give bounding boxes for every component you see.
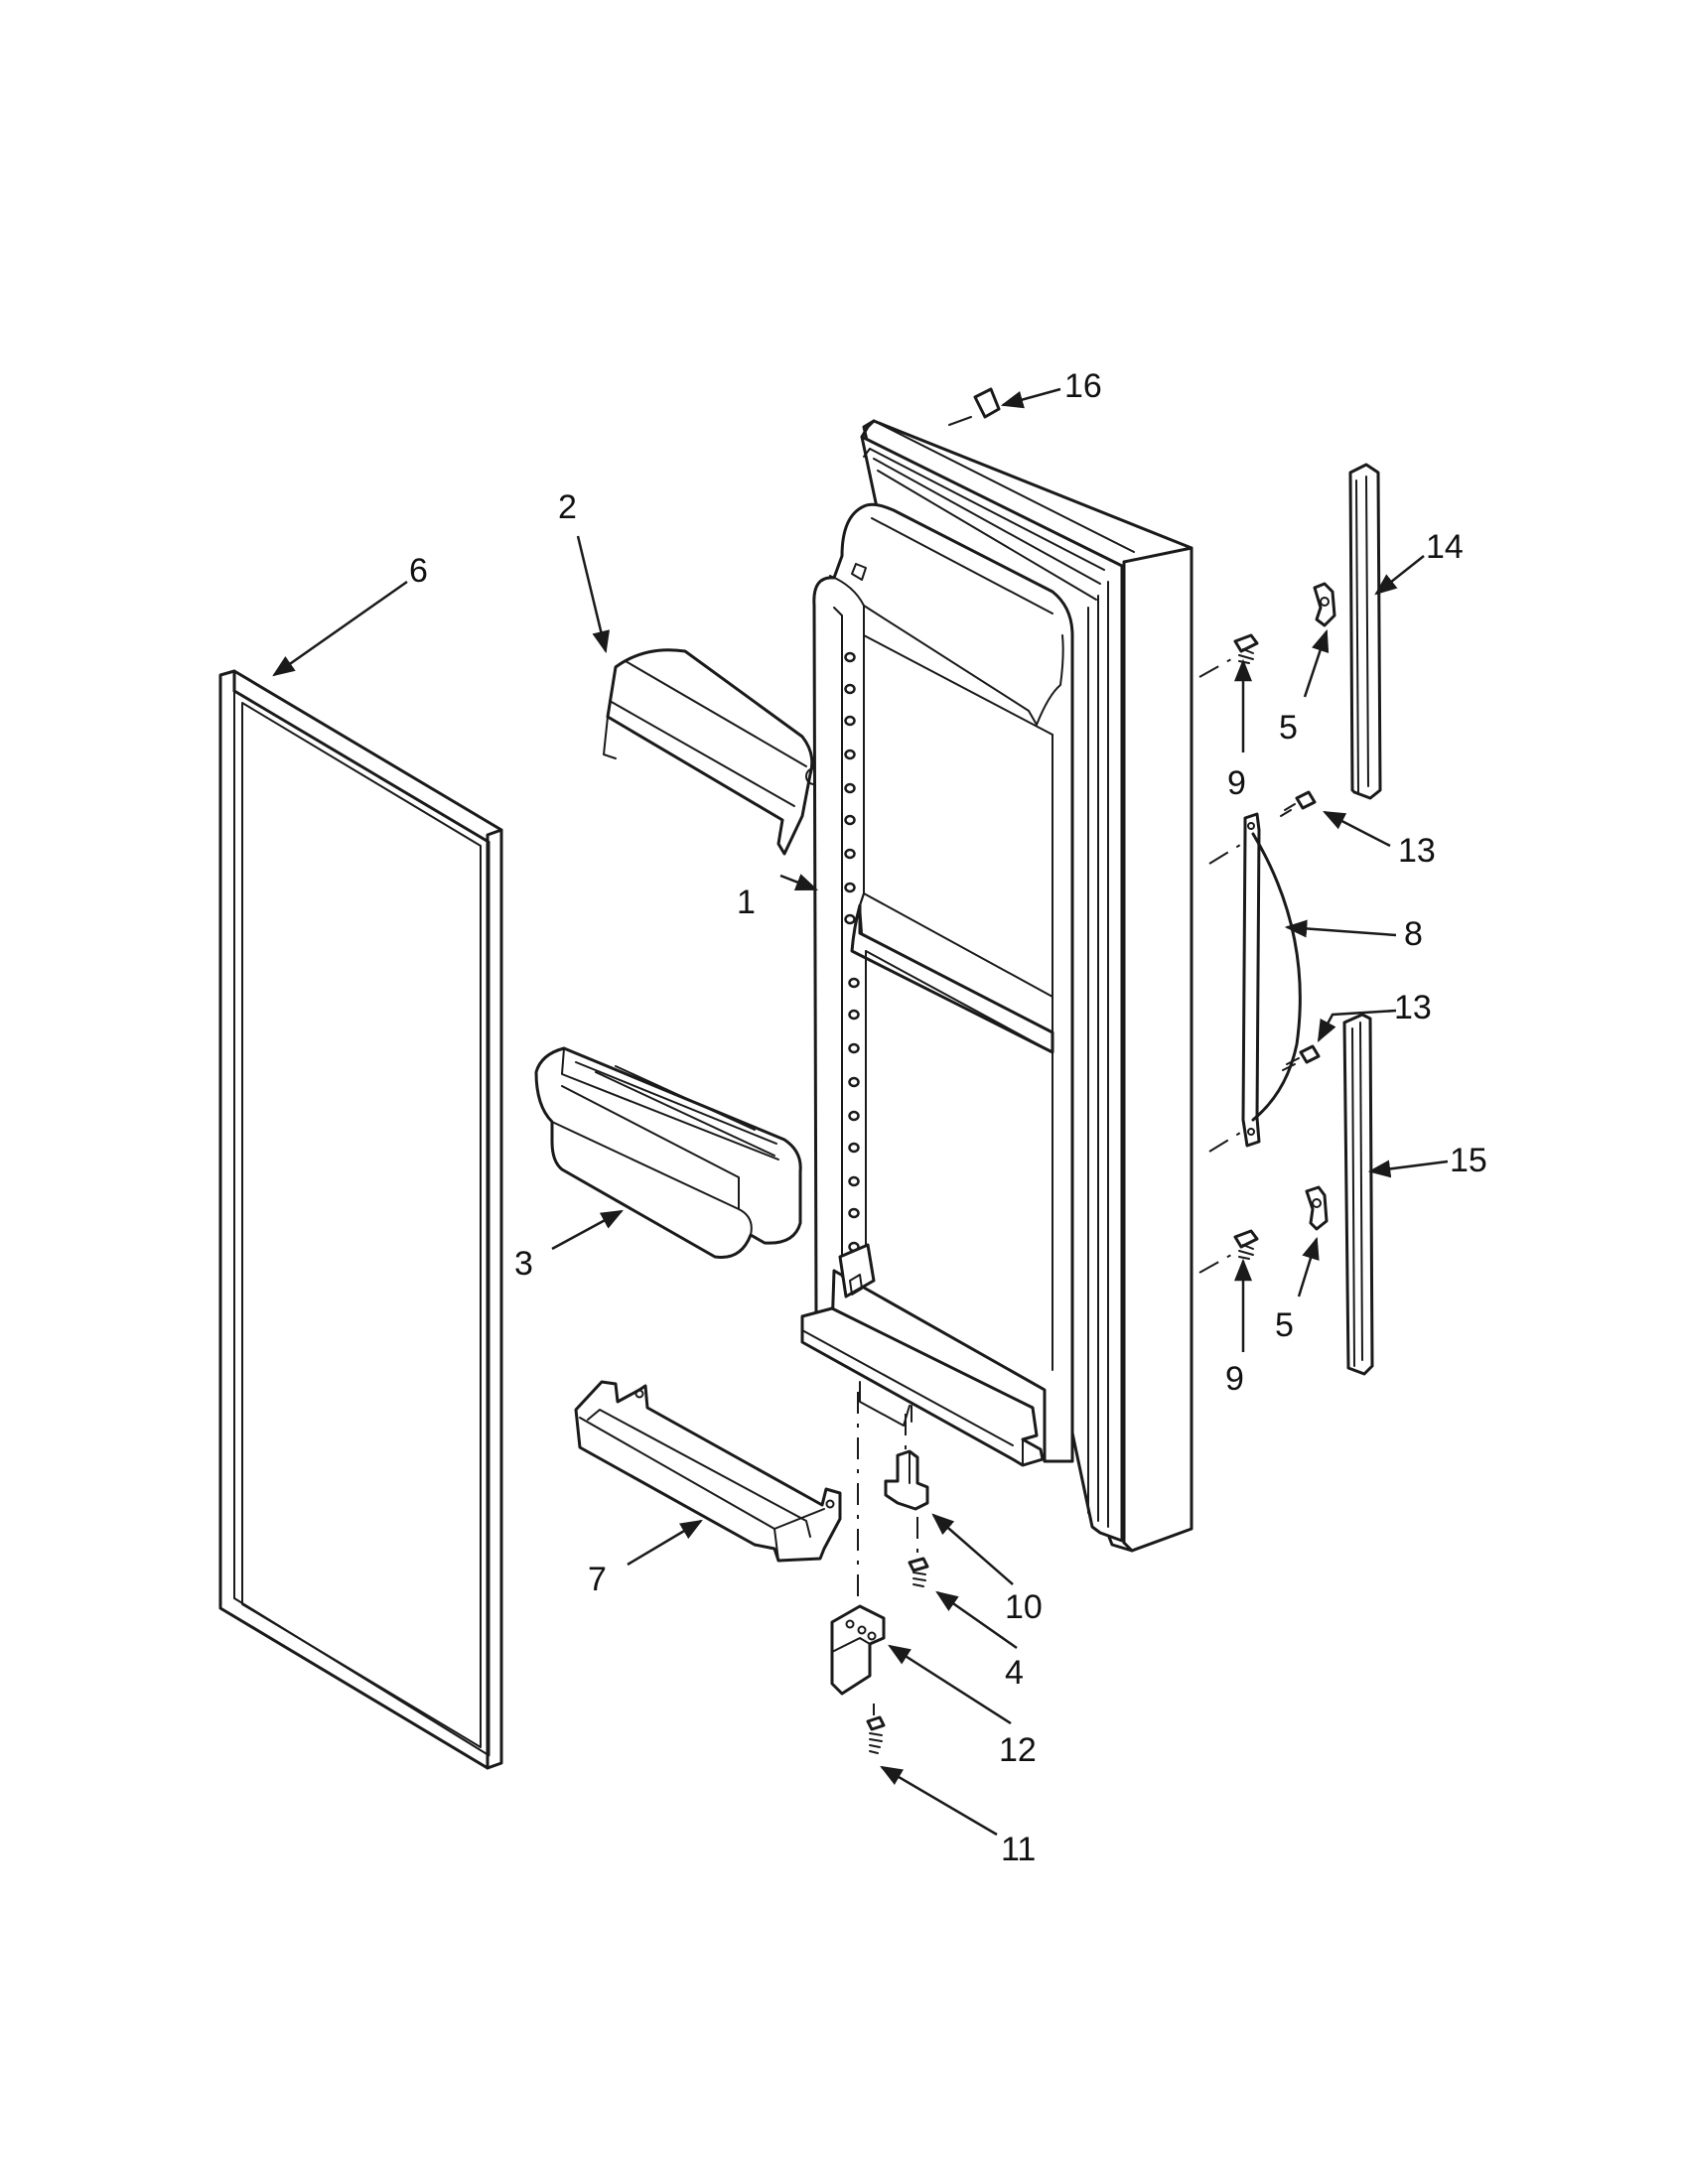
callout-13-upper: 13 bbox=[1398, 832, 1436, 870]
callout-2: 2 bbox=[558, 488, 577, 526]
callout-4: 4 bbox=[1005, 1654, 1024, 1692]
callout-9-upper: 9 bbox=[1227, 764, 1246, 802]
bottom-hinge-part bbox=[830, 1392, 886, 1696]
callout-13-lower: 13 bbox=[1394, 989, 1432, 1026]
door-gasket-part bbox=[218, 669, 503, 1770]
callout-7: 7 bbox=[588, 1561, 607, 1598]
screw-9-lower bbox=[1198, 1229, 1259, 1274]
screw-9-upper bbox=[1198, 633, 1259, 678]
callout-8: 8 bbox=[1404, 915, 1423, 953]
callout-5-upper: 5 bbox=[1279, 709, 1298, 747]
door-liner-part bbox=[800, 419, 1193, 1553]
hinge-pin-part bbox=[884, 1414, 929, 1511]
screw-13-lower bbox=[1282, 1044, 1321, 1071]
callout-3: 3 bbox=[514, 1245, 533, 1283]
callout-12: 12 bbox=[999, 1731, 1037, 1769]
screw-13-upper bbox=[1280, 790, 1317, 817]
callout-9-lower: 9 bbox=[1225, 1360, 1244, 1398]
leader-lines bbox=[272, 387, 1449, 1837]
callout-16: 16 bbox=[1064, 367, 1102, 405]
callout-15: 15 bbox=[1450, 1142, 1487, 1179]
upper-trim-part bbox=[1348, 463, 1382, 800]
lower-door-bin-part bbox=[574, 1380, 842, 1563]
door-handle-part bbox=[1208, 812, 1302, 1153]
callout-14: 14 bbox=[1426, 528, 1464, 566]
callout-11: 11 bbox=[1001, 1831, 1036, 1868]
callout-1: 1 bbox=[737, 884, 756, 921]
hinge-screw-part bbox=[908, 1517, 929, 1587]
dairy-door-part bbox=[603, 648, 823, 856]
lower-trim-part bbox=[1342, 1013, 1374, 1376]
door-bin-part bbox=[534, 1046, 802, 1260]
trim-clip-upper bbox=[1313, 582, 1336, 627]
callout-5-lower: 5 bbox=[1275, 1306, 1294, 1344]
callout-labels: 1 2 3 4 5 5 6 7 8 9 9 10 11 12 13 13 14 … bbox=[409, 367, 1487, 1868]
label-part bbox=[948, 387, 1001, 426]
shelf-adjust-holes bbox=[844, 651, 860, 1253]
callout-6: 6 bbox=[409, 552, 428, 590]
trim-clip-lower bbox=[1305, 1185, 1329, 1231]
callout-10: 10 bbox=[1005, 1588, 1043, 1626]
hinge-base-screw-part bbox=[866, 1704, 886, 1754]
